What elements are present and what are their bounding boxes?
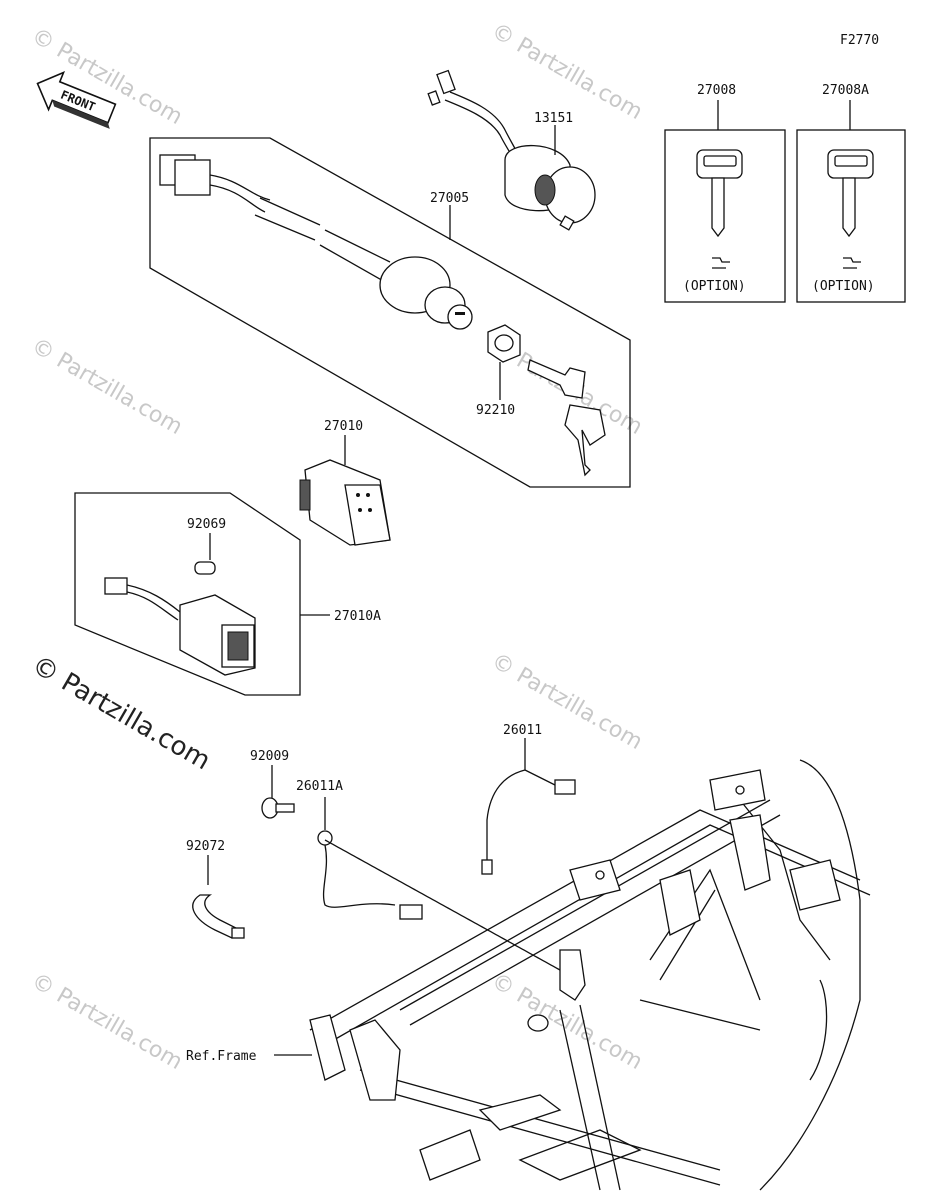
vehicle-frame-icon	[309, 759, 871, 1191]
keys-icon	[527, 359, 606, 477]
watermark-3: © Partzilla.com	[27, 334, 187, 441]
bulb-icon	[194, 561, 216, 575]
cable-tie-icon	[192, 894, 245, 939]
label-ref-frame: Ref.Frame	[186, 1049, 257, 1064]
sensor-26011-icon	[481, 769, 576, 875]
label-26011a: 26011A	[296, 779, 343, 794]
ignition-switch-icon	[159, 154, 473, 330]
option-box-27008	[664, 129, 786, 303]
label-27008: 27008	[697, 83, 736, 98]
key-27008a-icon	[827, 149, 874, 269]
label-27008a: 27008A	[822, 83, 869, 98]
label-92009: 92009	[250, 749, 289, 764]
figure-code: F2770	[840, 33, 879, 48]
option-box-27008a	[796, 129, 906, 303]
watermark-5: © Partzilla.com	[487, 649, 647, 756]
switch-27010a-icon	[104, 577, 256, 676]
label-13151: 13151	[534, 111, 573, 126]
bolt-icon	[261, 797, 295, 819]
label-26011: 26011	[503, 723, 542, 738]
label-27005: 27005	[430, 191, 469, 206]
label-92069: 92069	[187, 517, 226, 532]
label-92072: 92072	[186, 839, 225, 854]
copyright-mark: © Partzilla.com	[27, 650, 216, 776]
kit-27005-outline	[149, 137, 631, 488]
nut-icon	[487, 324, 521, 363]
label-92210: 92210	[476, 403, 515, 418]
rocker-switch-icon	[299, 459, 391, 546]
label-27010: 27010	[324, 419, 363, 434]
key-27008-icon	[696, 149, 743, 269]
watermark-2: © Partzilla.com	[487, 19, 647, 126]
option-label-27008a: (OPTION)	[812, 279, 875, 294]
watermark-6: © Partzilla.com	[27, 969, 187, 1076]
label-27010a: 27010A	[334, 609, 381, 624]
switch-13151-icon	[427, 69, 596, 231]
option-label-27008: (OPTION)	[683, 279, 746, 294]
leader-lead-to-frame	[324, 839, 561, 971]
kit-27010a-outline	[74, 492, 301, 696]
